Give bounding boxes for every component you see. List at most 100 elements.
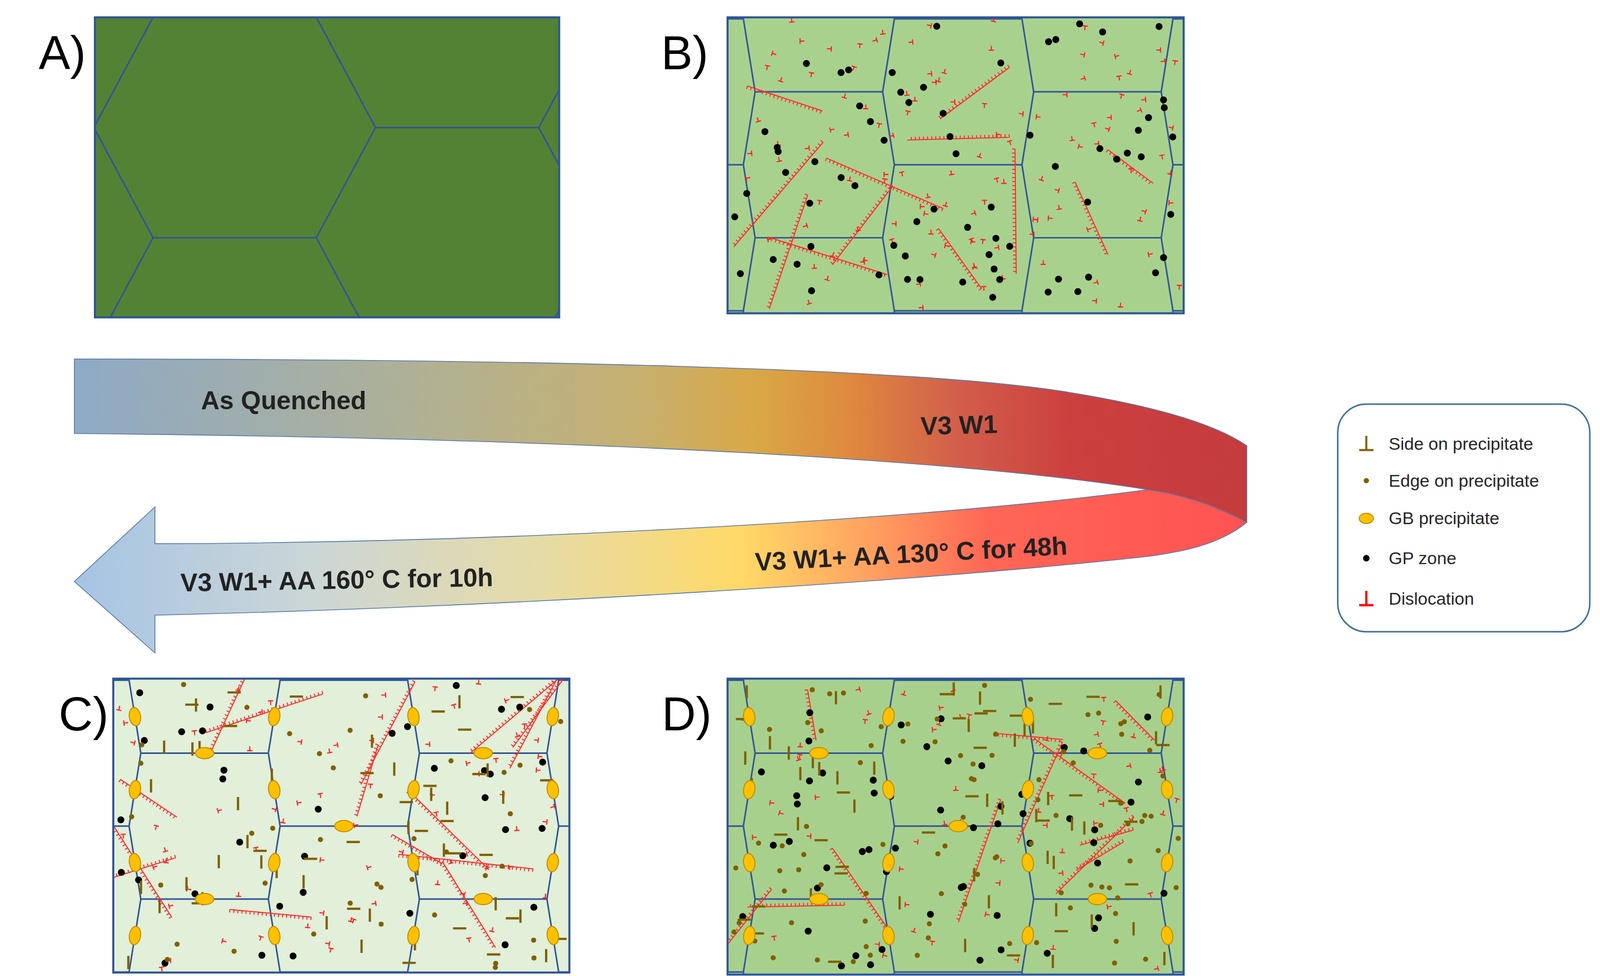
side-on-precipitate — [922, 831, 936, 834]
dislocation-symbol — [1035, 113, 1042, 120]
dislocation-wall — [1016, 741, 1063, 844]
panel-content — [94, 17, 559, 318]
edge-on-precipitate — [262, 880, 268, 886]
gb-precipitate — [809, 893, 829, 905]
dislocation-symbol — [904, 110, 911, 116]
dislocation-symbol — [814, 794, 820, 800]
dislocation-symbol — [829, 126, 835, 133]
grain-boundary — [316, 127, 376, 238]
edge-on-precipitate — [862, 918, 868, 924]
edge-on-precipitate — [409, 876, 415, 883]
dislocation-wall — [804, 689, 816, 741]
edge-on-precipitate — [974, 871, 980, 877]
gp-zone — [314, 805, 323, 813]
dislocation-symbol — [267, 700, 274, 706]
dislocation-symbol — [1157, 767, 1164, 773]
gb-precipitate — [742, 852, 756, 873]
edge-on-precipitate — [1061, 749, 1067, 755]
side-on-precipitate — [1156, 744, 1170, 747]
dislocation-symbol — [912, 96, 918, 101]
edge-on-precipitate — [531, 937, 537, 943]
gp-zones — [117, 682, 547, 967]
side-on-precipitate — [519, 909, 522, 923]
dislocation-symbol — [1098, 39, 1105, 46]
edge-on-precipitate — [932, 738, 938, 745]
side-on-precipitate — [873, 761, 876, 775]
dislocation-symbol — [982, 200, 988, 205]
side-on-precipitate — [978, 691, 982, 705]
side-on-precipitate — [744, 751, 747, 765]
gp-zone — [994, 820, 1002, 828]
dislocation-symbol — [816, 200, 823, 206]
gp-zone — [997, 59, 1005, 67]
edge-on-precipitate — [777, 868, 783, 874]
dislocation-symbol — [465, 760, 471, 767]
edge-on-precipitate — [818, 882, 824, 888]
gb-precipitate — [1160, 779, 1174, 800]
dislocation-symbol — [745, 174, 752, 182]
dislocation-symbol — [1038, 175, 1046, 182]
gp-zone — [538, 824, 546, 832]
edge-on-precipitate — [801, 851, 807, 857]
edge-on-precipitate — [531, 955, 537, 961]
side-on-precipitate — [224, 724, 238, 727]
dislocations — [745, 17, 1183, 311]
dislocation-symbol — [1141, 96, 1146, 103]
gp-zone — [944, 757, 952, 765]
dislocation-symbol — [280, 817, 287, 824]
gb-precipitate — [1088, 893, 1107, 905]
dislocation-symbol — [129, 739, 136, 746]
side-on-precipitate — [1051, 954, 1054, 969]
dislocation-symbol — [257, 709, 263, 716]
gb-precipitate — [545, 925, 560, 946]
gp-zone — [1085, 273, 1093, 282]
side-on-precipitate — [974, 712, 988, 715]
side-on-precipitates — [128, 692, 567, 969]
matrix — [727, 678, 1184, 975]
side-on-precipitate — [494, 896, 497, 911]
side-on-precipitate — [1009, 714, 1024, 717]
side-on-precipitate — [952, 716, 967, 719]
edge-on-precipitate — [1155, 848, 1162, 854]
edge-on-precipitate — [805, 720, 811, 726]
side-on-precipitate — [399, 801, 413, 804]
panel-label: C) — [58, 687, 109, 742]
side-on-precipitate — [1163, 951, 1166, 966]
dislocation-symbol — [521, 723, 528, 729]
dislocation-symbol — [874, 941, 880, 947]
dislocation-symbol — [1007, 140, 1014, 147]
edge-on-precipitate — [938, 890, 945, 896]
edge-on-precipitate — [968, 775, 974, 782]
edge-on-precipitate — [850, 958, 856, 965]
dislocation-symbol — [533, 736, 539, 743]
side-on-precipitate — [360, 939, 363, 953]
gp-zone — [198, 727, 207, 735]
grain-boundary — [538, 127, 560, 238]
side-on-precipitate — [768, 735, 771, 750]
edge-on-precipitate — [1085, 712, 1091, 718]
gp-zone — [1091, 826, 1099, 834]
gp-zone — [276, 902, 284, 910]
grain-boundaries — [727, 678, 1184, 975]
gp-zone — [897, 721, 906, 729]
legend-label: Edge on precipitate — [1388, 470, 1539, 491]
grain-boundary — [894, 309, 1023, 312]
gb-precipitate — [406, 852, 421, 873]
side-on-precipitate — [1070, 817, 1073, 831]
dislocation-symbol — [451, 704, 458, 710]
gp-zone — [952, 150, 960, 158]
dislocation-symbol — [843, 131, 849, 138]
dislocation-symbol — [996, 131, 1002, 138]
side-on-precipitate — [853, 799, 856, 813]
side-on-precipitate — [796, 816, 799, 831]
gp-zone — [1160, 253, 1168, 262]
dislocation-wall — [746, 86, 823, 114]
side-on-precipitate — [253, 849, 267, 852]
side-on-precipitate — [486, 763, 489, 777]
edge-on-precipitate — [827, 691, 833, 697]
legend-samples — [1358, 435, 1374, 606]
dislocation-symbol — [1160, 58, 1166, 65]
gp-zone — [1094, 914, 1103, 922]
grain-boundary — [1172, 309, 1184, 312]
gp-zone — [1006, 242, 1014, 250]
